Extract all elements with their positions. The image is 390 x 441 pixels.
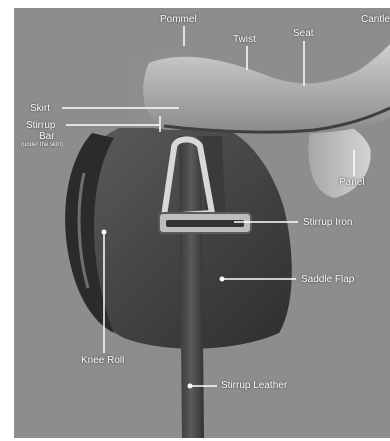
saddle-flap-dot: [220, 277, 225, 282]
label-twist: Twist: [233, 34, 256, 45]
label-seat: Seat: [293, 28, 314, 39]
label-skirt: Skirt: [30, 103, 50, 114]
knee-roll-dot: [102, 230, 107, 235]
label-saddle-flap: Saddle Flap: [301, 274, 354, 285]
label-stirrup-bar-line1: Stirrup: [26, 120, 55, 131]
label-stirrup-leather: Stirrup Leather: [221, 380, 287, 391]
label-stirrup-bar-line2: Bar: [39, 131, 55, 142]
stirrup-leather-shape: [179, 136, 204, 438]
saddle-diagram-photo: Pommel Twist Seat Cantle Skirt Stirrup B…: [14, 8, 390, 438]
label-stirrup-iron: Stirrup Iron: [303, 217, 352, 228]
label-panel: Panel: [339, 177, 365, 188]
label-stirrup-bar-note: (under the skirt): [21, 142, 63, 149]
stirrup-leather-dot: [188, 384, 193, 389]
label-knee-roll: Knee Roll: [81, 355, 124, 366]
stirrup-iron-pad: [166, 220, 244, 227]
label-cantle: Cantle: [361, 14, 390, 25]
label-pommel: Pommel: [160, 14, 197, 25]
